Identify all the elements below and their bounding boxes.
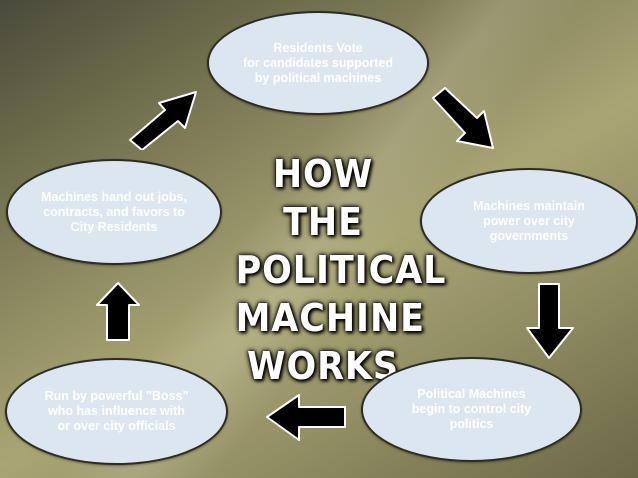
title-line-3: MACHINE	[235, 296, 425, 340]
arrow-up-icon	[96, 282, 140, 341]
title-line-1: HOW THE	[272, 152, 374, 244]
step-machines-maintain-power: Machines maintain power over city govern…	[420, 168, 638, 274]
step-hand-out-jobs: Machines hand out jobs, contracts, and f…	[6, 159, 222, 265]
step-hand-out-jobs-text: Machines hand out jobs, contracts, and f…	[41, 189, 187, 234]
arrow-left-icon	[266, 394, 346, 441]
title-line-2: POLITICAL	[235, 248, 447, 292]
step-control-city-politics-text: Political Machines begin to control city…	[411, 387, 532, 431]
step-control-city-politics: Political Machines begin to control city…	[361, 357, 582, 462]
diagram-title: HOW THE POLITICAL MACHINE WORKS	[235, 150, 447, 390]
step-residents-vote: Residents Vote for candidates supported …	[207, 11, 429, 115]
step-boss-text: Run by powerful "Boss" who has influence…	[44, 389, 189, 433]
title-line-4: WORKS	[246, 344, 400, 388]
step-residents-vote-text: Residents Vote for candidates supported …	[242, 40, 394, 85]
arrow-down-right-icon	[432, 87, 494, 149]
arrow-up-right-icon	[129, 91, 197, 150]
arrow-down-icon	[526, 283, 574, 359]
step-boss: Run by powerful "Boss" who has influence…	[5, 358, 228, 465]
step-machines-maintain-power-text: Machines maintain power over city govern…	[473, 198, 585, 243]
